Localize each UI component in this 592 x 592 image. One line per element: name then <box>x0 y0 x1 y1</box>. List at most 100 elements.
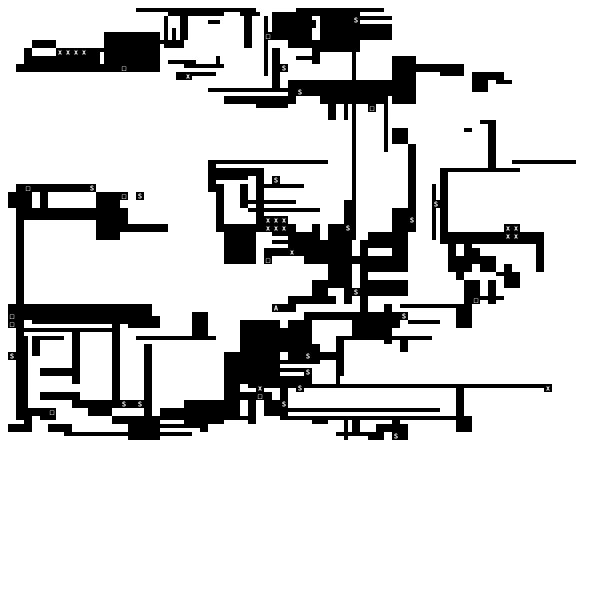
wall-segment <box>112 320 120 408</box>
stair-marker-cell <box>344 224 352 232</box>
wall-segment <box>32 408 48 416</box>
wall-segment <box>392 128 408 144</box>
wall-segment <box>136 336 216 340</box>
wall-segment <box>16 184 96 192</box>
stair-marker-cell <box>88 184 96 192</box>
wall-segment <box>216 184 224 232</box>
stair-marker-cell <box>296 88 304 96</box>
wall-segment <box>504 264 512 288</box>
wall-segment <box>464 128 472 132</box>
wall-segment <box>32 56 88 64</box>
wall-segment <box>488 280 496 304</box>
wall-segment <box>24 408 32 432</box>
cross-marker: x <box>282 217 287 225</box>
cross-marker-cell <box>72 48 80 56</box>
wall-segment <box>360 240 368 320</box>
wall-segment <box>8 424 24 432</box>
wall-segment <box>176 424 208 428</box>
stair-marker: S <box>10 353 14 361</box>
wall-segment <box>224 224 256 264</box>
wall-segment <box>480 256 496 272</box>
wall-segment <box>320 96 384 104</box>
wall-segment <box>32 40 56 48</box>
wall-segment <box>456 304 472 328</box>
wall-segment <box>192 312 208 340</box>
wall-segment <box>240 184 248 208</box>
cross-marker-cell <box>280 224 288 232</box>
wall-segment <box>160 40 184 44</box>
wall-segment <box>224 96 296 104</box>
cross-marker-cell <box>256 384 264 392</box>
wall-segment <box>264 184 304 188</box>
wall-segment <box>216 176 248 180</box>
wall-segment <box>224 416 248 420</box>
wall-segment <box>104 32 160 72</box>
wall-segment <box>456 256 480 264</box>
stair-marker-cell <box>280 400 288 408</box>
stair-marker-cell <box>120 400 128 408</box>
wall-segment <box>216 56 220 68</box>
wall-segment <box>240 392 264 400</box>
wall-segment <box>72 400 96 408</box>
wall-segment <box>40 392 64 400</box>
wall-segment <box>304 312 360 320</box>
box-marker-cell <box>8 312 16 320</box>
box-marker-cell <box>24 184 32 192</box>
wall-segment <box>164 44 184 48</box>
wall-segment <box>164 16 168 44</box>
wall-segment <box>400 416 456 420</box>
box-marker-cell <box>256 392 264 400</box>
wall-segment <box>172 28 176 40</box>
wall-segment <box>520 232 544 240</box>
cross-marker: x <box>282 225 287 233</box>
wall-segment <box>296 232 320 240</box>
wall-segment <box>312 416 328 424</box>
wall-segment <box>440 172 448 244</box>
wall-segment <box>352 328 392 336</box>
wall-segment <box>32 336 64 340</box>
wall-segment <box>280 408 440 412</box>
box-marker-cell <box>264 32 272 40</box>
wall-segment <box>272 12 336 16</box>
wall-segment <box>16 328 120 332</box>
wall-segment <box>384 304 392 344</box>
wall-segment <box>272 400 280 416</box>
wall-segment <box>216 408 232 416</box>
wall-segment <box>248 384 552 388</box>
cross-marker: x <box>82 49 87 57</box>
wall-segment <box>144 416 192 420</box>
box-marker: □ <box>50 409 54 417</box>
wall-segment <box>248 360 320 364</box>
wall-segment <box>296 56 320 60</box>
stair-marker: S <box>410 217 414 225</box>
stair-marker: S <box>394 433 398 441</box>
wall-segment <box>344 16 392 20</box>
stair-marker: S <box>306 353 310 361</box>
wall-segment <box>344 104 348 120</box>
box-marker: □ <box>474 297 478 305</box>
box-marker-cell <box>472 296 480 304</box>
stair-marker: S <box>434 201 438 209</box>
box-marker-cell <box>368 104 376 112</box>
wall-segment <box>352 40 356 240</box>
stair-marker: S <box>282 65 286 73</box>
wall-segment <box>352 288 408 296</box>
cross-marker: x <box>514 233 519 241</box>
box-marker: □ <box>10 321 14 329</box>
wall-segment <box>136 316 160 320</box>
cross-marker-cell <box>280 216 288 224</box>
stair-marker-cell <box>296 384 304 392</box>
cross-marker: x <box>274 225 279 233</box>
wall-segment <box>448 232 456 272</box>
wall-segment <box>272 48 280 88</box>
wall-segment <box>120 224 168 232</box>
cross-marker: x <box>186 73 191 81</box>
wall-segment <box>208 160 328 164</box>
box-marker: □ <box>258 393 262 401</box>
cross-marker: x <box>58 49 63 57</box>
cross-marker-cell <box>272 216 280 224</box>
stair-marker: S <box>402 313 406 321</box>
box-marker: □ <box>10 313 14 321</box>
wall-segment <box>128 320 160 328</box>
